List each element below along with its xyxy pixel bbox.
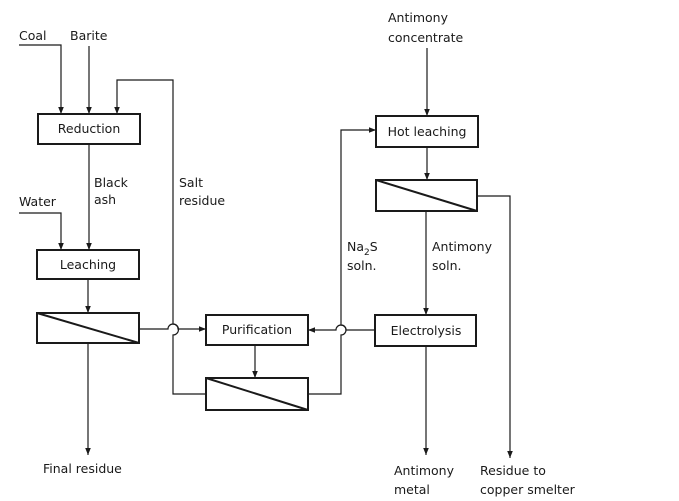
coal-label: Coal [19, 28, 47, 43]
hot-leaching-label: Hot leaching [388, 124, 467, 139]
hot-leaching-box: Hot leaching [375, 115, 479, 148]
filter-1 [36, 312, 140, 344]
barite-label: Barite [70, 28, 108, 43]
electrolysis-box: Electrolysis [374, 314, 477, 347]
antimony-concentrate-label-2: concentrate [388, 30, 464, 45]
purification-label: Purification [222, 322, 292, 337]
copper-residue-flow [477, 195, 513, 458]
salt-residue-label-1: Salt [179, 175, 203, 190]
electrolysis-label: Electrolysis [391, 323, 462, 338]
filter-to-purification-flow [139, 323, 206, 332]
na2s-label: Na2S [347, 239, 378, 258]
water-label: Water [19, 194, 57, 209]
reduction-box: Reduction [37, 113, 141, 145]
coal-flow [19, 44, 64, 114]
residue-copper-label-2: copper smelter [480, 482, 576, 497]
reduction-label: Reduction [58, 121, 121, 136]
antimony-metal-label-1: Antimony [394, 463, 455, 478]
salt-residue-label-2: residue [179, 193, 225, 208]
black-ash-label-2: ash [94, 192, 116, 207]
black-ash-label-1: Black [94, 175, 129, 190]
filter-2 [205, 377, 309, 411]
antimony-soln-label-2: soln. [432, 258, 462, 273]
leaching-label: Leaching [60, 257, 116, 272]
antimony-metal-label-2: metal [394, 482, 430, 497]
na2s-soln-label: soln. [347, 258, 377, 273]
filter-3 [375, 179, 478, 212]
leaching-box: Leaching [36, 249, 140, 280]
water-flow [19, 212, 64, 250]
final-residue-label: Final residue [43, 461, 122, 476]
residue-copper-label-1: Residue to [480, 463, 546, 478]
antimony-soln-label-1: Antimony [432, 239, 493, 254]
purification-box: Purification [205, 314, 309, 346]
antimony-concentrate-label-1: Antimony [388, 10, 449, 25]
electrolysis-to-purification-flow [308, 324, 375, 333]
